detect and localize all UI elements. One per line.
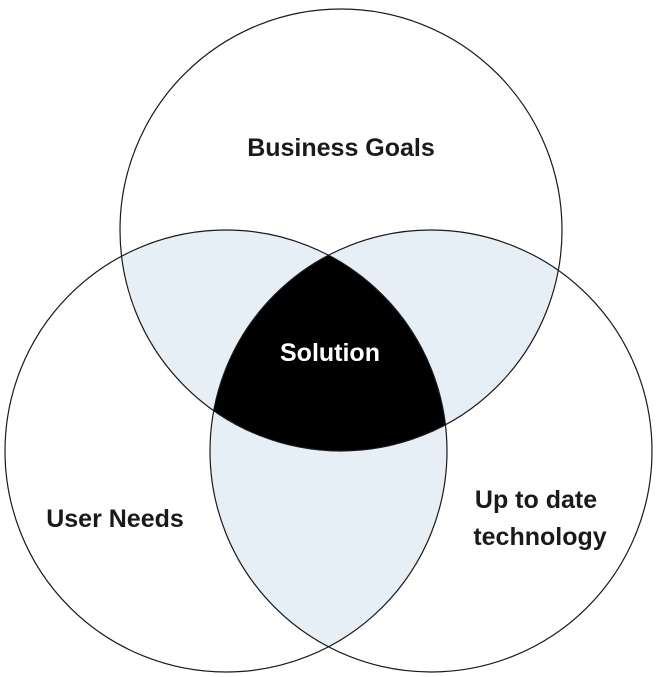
label-user-needs: User Needs	[46, 505, 184, 533]
label-technology-line1: Up to date	[475, 486, 597, 514]
circle-user-needs	[4, 229, 448, 673]
circle-business-goals	[119, 8, 563, 452]
label-solution: Solution	[280, 339, 380, 367]
label-technology-line2: technology	[473, 523, 606, 551]
circle-technology	[209, 229, 653, 673]
overlap-all-three	[210, 230, 447, 451]
label-business-goals: Business Goals	[247, 134, 435, 162]
